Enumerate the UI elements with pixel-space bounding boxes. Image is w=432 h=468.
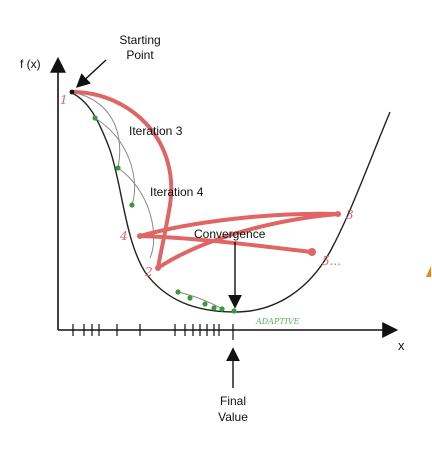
green-points (92, 115, 237, 314)
starting-point-arrow (75, 59, 107, 88)
red-number-3: 3 (346, 208, 354, 222)
x-axis-label: x (398, 338, 405, 353)
final-value-label-line2: Value (218, 410, 248, 424)
iteration-4-label: Iteration 4 (150, 185, 204, 199)
x-axis-ticks (72, 324, 234, 340)
adaptive-label: ADAPTIVE (255, 317, 300, 326)
iteration-paths (70, 90, 340, 270)
red-number-1: 1 (60, 93, 68, 107)
final-value-label-line1: Final (220, 394, 246, 408)
red-number-4: 4 (119, 229, 128, 243)
iteration-3-label: Iteration 3 (129, 124, 183, 138)
step-lines (71, 91, 223, 310)
y-axis-label: f (x) (20, 57, 41, 71)
function-curve (69, 91, 391, 313)
red-points (137, 211, 341, 271)
red-number-2: 2 (144, 265, 153, 279)
orange-mark (426, 266, 431, 277)
black-points (69, 89, 315, 255)
starting-point-label-line1: Starting (119, 33, 160, 47)
red-number-5: 5... (322, 254, 341, 268)
starting-point-label-line2: Point (126, 48, 154, 62)
convergence-label: Convergence (194, 227, 266, 241)
